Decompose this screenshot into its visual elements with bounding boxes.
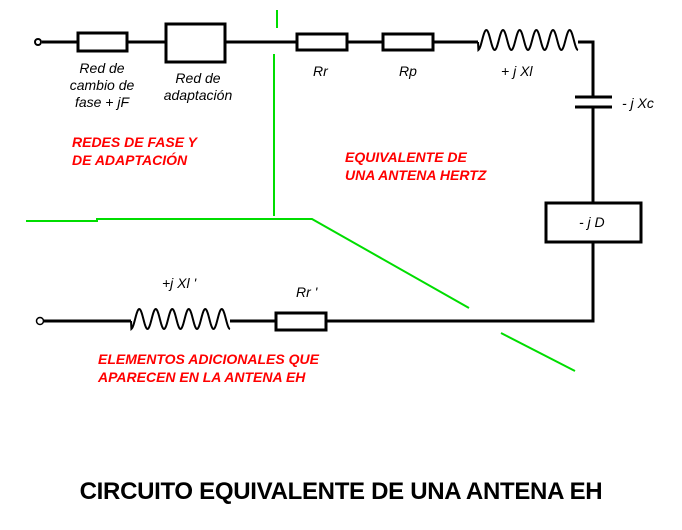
xl-prime-label: +j Xl ' xyxy=(162,275,197,291)
xl-prime-inductor xyxy=(130,307,231,332)
phase-network-label: Red de cambio de fase + jF xyxy=(52,60,152,111)
wire xyxy=(326,242,595,323)
label-line: Red de xyxy=(175,70,221,86)
input-terminal-top xyxy=(34,38,42,46)
rr-label: Rr xyxy=(313,63,328,79)
region-label-line: UNA ANTENA HERTZ xyxy=(345,167,487,183)
phase-network-resistor xyxy=(76,31,129,53)
xc-capacitor xyxy=(575,95,612,109)
matching-network-box xyxy=(164,22,227,64)
divider-diagonal-lower xyxy=(500,332,576,372)
matching-network-label: Red de adaptación xyxy=(146,70,250,104)
region-dividers xyxy=(26,10,576,372)
region-label-phase-matching: REDES DE FASE Y DE ADAPTACIÓN xyxy=(72,133,197,169)
top-wires xyxy=(42,40,595,323)
region-label-eh-additional: ELEMENTOS ADICIONALES QUE APARECEN EN LA… xyxy=(98,350,319,386)
region-label-line: REDES DE FASE Y xyxy=(72,134,198,150)
region-label-hertz: EQUIVALENTE DE UNA ANTENA HERTZ xyxy=(345,148,486,184)
jd-box xyxy=(544,201,643,244)
region-label-line: APARECEN EN LA ANTENA EH xyxy=(98,369,306,385)
jd-label: - j D xyxy=(579,214,605,230)
xl-inductor xyxy=(477,28,579,53)
rr-resistor xyxy=(295,32,349,52)
region-label-line: EQUIVALENTE DE xyxy=(345,149,467,165)
input-terminal-bottom xyxy=(35,316,45,326)
region-label-line: DE ADAPTACIÓN xyxy=(72,152,188,168)
xl-label: + j Xl xyxy=(501,63,533,79)
rr-prime-resistor xyxy=(274,311,328,332)
label-line: fase + jF xyxy=(74,94,130,110)
wire xyxy=(578,40,595,97)
rp-label: Rp xyxy=(399,63,417,79)
label-line: Red de xyxy=(79,60,125,76)
rp-resistor xyxy=(381,32,435,52)
diagram-title: CIRCUITO EQUIVALENTE DE UNA ANTENA EH xyxy=(79,478,603,505)
label-line: cambio de xyxy=(69,77,135,93)
xc-label: - j Xc xyxy=(622,95,654,111)
label-line: adaptación xyxy=(163,87,233,103)
region-label-line: ELEMENTOS ADICIONALES QUE xyxy=(98,351,319,367)
rr-prime-label: Rr ' xyxy=(296,284,318,300)
divider-horizontal xyxy=(26,218,470,309)
